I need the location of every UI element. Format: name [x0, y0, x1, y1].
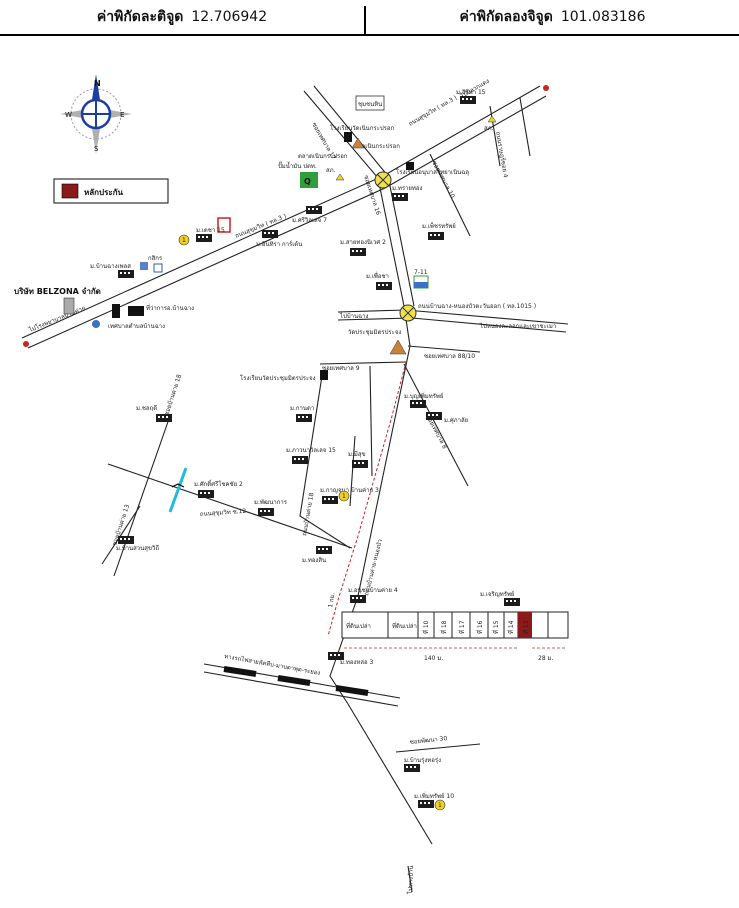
place-temple-2: วัดประชุมมิตรประจง — [348, 329, 401, 336]
distance-1km: 1 กม. — [327, 592, 337, 608]
longitude-label: ค่าพิกัดลองจิจูด — [459, 9, 553, 25]
route-to-property — [327, 361, 407, 637]
place-police-east: สภ. — [484, 125, 494, 132]
compass-e: E — [120, 111, 124, 119]
distance-28m: 28 ม. — [538, 655, 553, 662]
latitude-value: 12.706942 — [191, 9, 268, 25]
place-meesuk: ม.มีสุข — [348, 450, 366, 458]
compass-w: W — [65, 111, 72, 119]
place-phatthana: ม.พัฒนาการ — [254, 499, 288, 506]
map-legend: หลักประกัน — [53, 178, 169, 204]
to-ban-chang-west: ไปโรงพยาบาลบ้านค่าย — [27, 304, 87, 334]
place-kasikorn: กสิกร — [148, 255, 163, 262]
place-market: ตลาดเนินกระปรอก — [298, 153, 348, 160]
road-tl1015: ถนนบ้านฉาง-หนองบัวตะวันออก ( ทล.1015 ) — [418, 303, 536, 310]
place-thonglor: ม.ทองหล่อ 3 — [340, 659, 373, 666]
place-sakdi: ม.ศักดิ์ศรีโชคชัย 2 — [194, 479, 243, 488]
compass-s: S — [94, 145, 99, 153]
place-banchang: ม.บ้านฉางเพลส — [90, 263, 131, 270]
badge-1b: 1 — [342, 493, 346, 500]
header-divider — [364, 6, 366, 34]
compass-rose-icon: N S W E — [60, 74, 132, 154]
place-thongsin: ม.ทองสิน — [302, 557, 326, 564]
place-banrung: ม.บ้านรุ่งทอรุ่ง — [404, 757, 441, 764]
coordinate-header: ค่าพิกัดละติจูด 12.706942 ค่าพิกัดลองจิจู… — [0, 0, 739, 36]
place-khumsri: ม.สายทองนิเวศ 2 — [340, 239, 386, 246]
place-seven: 7-11 — [414, 269, 428, 276]
place-anuchon: ม.อนุชนบ้านค่าย 4 — [348, 587, 398, 594]
road-sukhumvit-east: ถนนสุขุมวิท ( ทล.3 ) — [408, 94, 459, 127]
place-permsap: ม.เพิ่มทรัพย์ 10 — [414, 792, 454, 800]
place-sirindra: ม.สิริพา 15 — [456, 89, 486, 96]
road-soi-10: ซอยพัฒนา 30 — [409, 735, 447, 746]
place-dechawat: ม.เดชา 15 — [196, 227, 225, 234]
place-petrol: ปั๊มน้ำมัน ปตท. — [278, 160, 317, 170]
place-school-2: โรงเรียนอนุบาลวิทยาเนินฉลุ — [396, 168, 469, 176]
plot-3: ที่ 16 — [476, 620, 484, 634]
place-police: สภ. — [326, 167, 336, 174]
place-suvarin: ม.ศุภาลัย — [444, 417, 468, 424]
plot-4: ที่ 15 — [492, 620, 500, 634]
plot-2: ที่ 17 — [458, 620, 466, 634]
place-suansuk: ม.บ้านสวนสุขวิถี — [116, 544, 159, 552]
plot-1: ที่ 18 — [440, 620, 448, 634]
place-tarayong: ม.ทรายทอง — [392, 185, 422, 192]
place-inthira: ม.อินทิรา การ์เด้น — [256, 240, 302, 248]
plot-6: ที่ 13 — [522, 620, 530, 634]
compass-n: N — [94, 79, 101, 88]
badge-1c: 1 — [438, 802, 442, 809]
location-map: N S W E หลักประกัน — [14, 74, 569, 895]
place-tessaban: เทศบาลตำบลบ้านฉาง — [108, 323, 165, 330]
collateral-swatch — [61, 183, 79, 199]
latitude-label: ค่าพิกัดละติจูด — [96, 9, 184, 25]
place-kanchana: ม.กาญจนา บ้านค่าย 3 — [320, 487, 379, 494]
to-ban-chang-east: ไปบ้านฉาง — [339, 312, 369, 320]
latitude-cell: ค่าพิกัดละติจูด 12.706942 — [0, 0, 364, 34]
road-network — [21, 85, 569, 893]
place-temple-1: วัดเนินกระปรอก — [358, 143, 400, 150]
road-soi-4: ซอยเทศบาล 88/10 — [424, 353, 475, 360]
longitude-cell: ค่าพิกัดลองจิจูด 101.083186 — [366, 0, 739, 34]
petrol-station-icon — [300, 172, 318, 188]
badge-1a: 1 — [182, 237, 186, 244]
place-phetchara: ม.เพ็ชรทรัพย์ — [422, 221, 456, 230]
place-chin: ม.ชลฤดี — [136, 404, 157, 412]
road-soi-9: ถนนสุขุมวิท ซ.12 — [200, 508, 247, 518]
place-charoen: ม.เจริญทรัพย์ — [480, 590, 514, 598]
railway-line — [223, 666, 369, 696]
to-bottom: ไปทางบ้าน — [406, 865, 415, 895]
bridge-icon — [168, 467, 188, 513]
plot-5: ที่ 14 — [507, 620, 515, 634]
longitude-value: 101.083186 — [560, 9, 646, 25]
road-soi-6: ซอยบ้านค่าย 18 — [163, 373, 183, 416]
place-kasemsiri: ม.ภาวนาวิลเลจ 15 — [286, 447, 336, 454]
distance-140m: 140 ม. — [424, 655, 443, 662]
svg-text:Q: Q — [304, 177, 311, 186]
road-soi-11: ถนนราษฎร์ซอย 4 — [494, 131, 510, 178]
place-school-3: โรงเรียนวัดประชุมมิตรประจง — [240, 374, 316, 382]
place-school-1: โรงเรียนวัดเนินกระปรอก — [330, 124, 394, 132]
collateral-plot — [518, 612, 532, 638]
place-bunsak: ม.บุญเพิ่มทรัพย์ — [404, 392, 443, 400]
place-sakda: ม.เพื่อชา — [366, 272, 389, 280]
plot-0: ที่ 10 — [422, 620, 430, 634]
plot-vacant-2: ที่ดินเปล่า — [392, 622, 417, 630]
place-wattana: ม.ศรีวิลเลจ 7 — [292, 216, 327, 224]
to-nong-lalok: ไปหนองละลอกและเขาชะเมา — [479, 322, 556, 330]
place-kanda: ม.กานดา — [290, 405, 314, 412]
plot-vacant-1: ที่ดินเปล่า — [346, 622, 371, 630]
property-plot: ที่ดินเปล่า ที่ดินเปล่า ที่ 10 ที่ 18 ที… — [341, 611, 569, 662]
legend-label: หลักประกัน — [84, 188, 124, 197]
place-markers: ชุมชนหิน โรงเรียนวัดเนินกระปรอก วัดเนินก… — [14, 89, 520, 811]
place-khum-kaeo: ชุมชนหิน — [358, 101, 382, 108]
place-amphoe: ที่ว่าการอ.บ้านฉาง — [146, 304, 194, 312]
road-soi-5: ซอยเทศบาล 9 — [322, 365, 360, 372]
road-soi-3: ซอยเทศบาล 10 — [430, 160, 456, 200]
place-belzona: บริษัท BELZONA จำกัด — [14, 287, 101, 296]
